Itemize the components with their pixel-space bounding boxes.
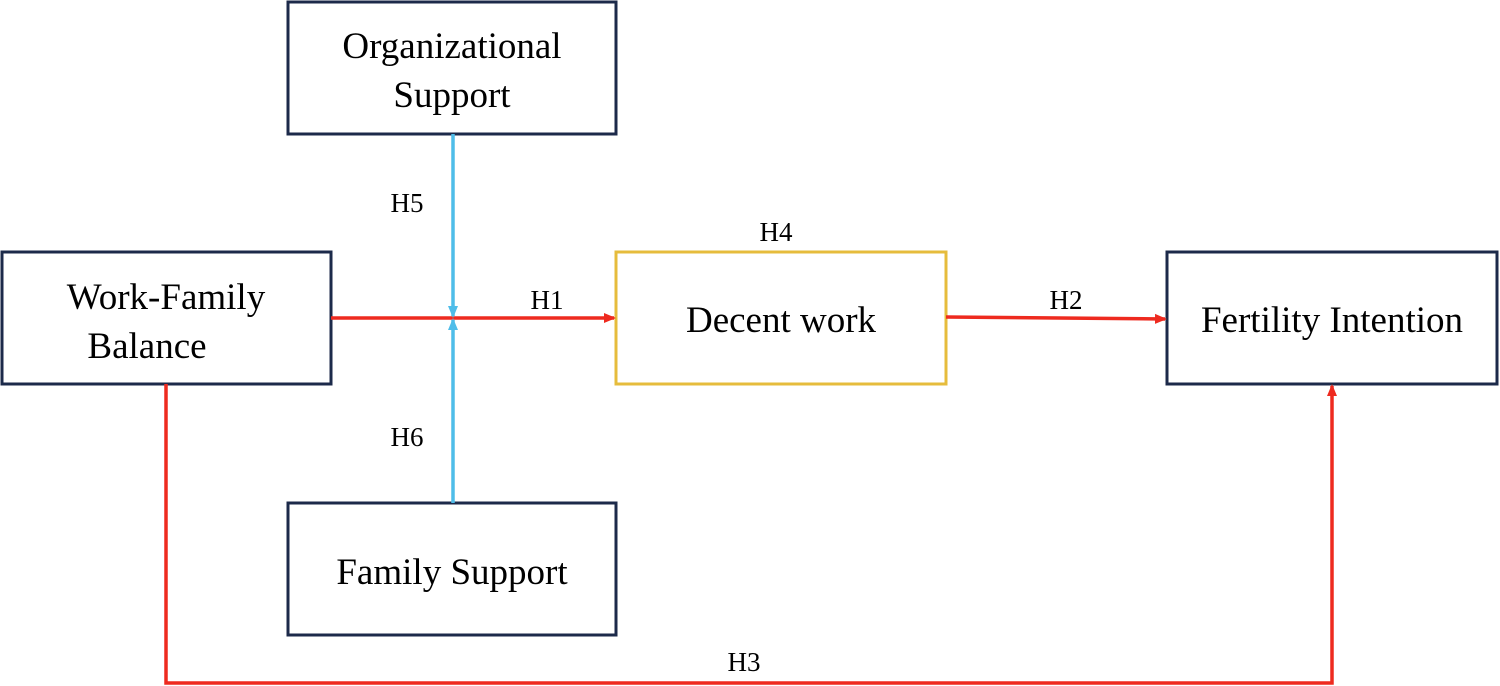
h4-label: H4 xyxy=(760,217,793,247)
work-family-balance-box xyxy=(0,250,333,386)
organizational-support-label-line2: Support xyxy=(393,75,511,116)
family-support-box xyxy=(286,501,618,637)
fertility-intention-box xyxy=(1165,250,1499,386)
decent-work-label: Decent work xyxy=(686,300,877,341)
family-support-label: Family Support xyxy=(336,552,568,593)
h1-label: H1 xyxy=(531,285,564,315)
h2-path xyxy=(945,313,1167,324)
organizational-support-box xyxy=(286,0,618,136)
decent-work-box xyxy=(614,250,948,386)
h6-label: H6 xyxy=(391,422,424,452)
h5-label: H5 xyxy=(391,188,424,218)
organizational-support-label-line1: Organizational xyxy=(342,26,561,67)
h3-label: H3 xyxy=(728,647,761,677)
fertility-intention-label: Fertility Intention xyxy=(1201,300,1463,341)
work-family-balance-label-line2: Balance xyxy=(87,326,206,367)
work-family-balance-label-line1: Work-Family xyxy=(67,277,266,318)
h2-label: H2 xyxy=(1050,285,1083,315)
h3-path xyxy=(164,384,1337,685)
